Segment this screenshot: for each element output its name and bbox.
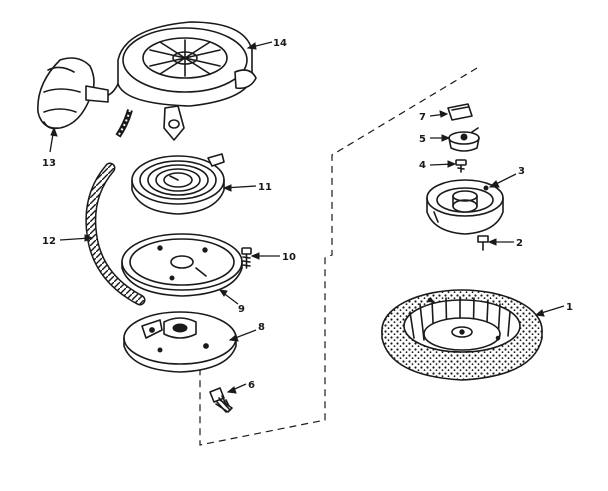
label-part-13: 13: [42, 158, 56, 169]
label-part-14: 14: [273, 38, 287, 49]
separation-dashed-line: [199, 67, 478, 446]
label-part-12: 12: [42, 236, 56, 247]
leader-lines: [49, 41, 565, 394]
part-10-screw: [241, 247, 252, 269]
label-part-8: 8: [258, 322, 265, 333]
part-14-starter-housing: [103, 21, 257, 141]
part-3-drive-cup: [426, 179, 504, 235]
part-8-cam-plate: [123, 311, 237, 373]
part-13-starter-handle: [37, 57, 109, 130]
part-4-small-screw: [455, 159, 467, 173]
part-12-starter-rope: [85, 162, 146, 306]
label-part-5: 5: [419, 134, 426, 145]
part-1-flywheel: [381, 289, 543, 381]
part-2-screw: [477, 235, 489, 251]
part-9-pulley: [121, 233, 243, 297]
callout-labels: 14 13 11 12 10 9 8 6 1 2 3 4 5 7: [42, 38, 573, 391]
part-5-retainer: [448, 127, 480, 152]
part-6-bolt: [209, 387, 233, 413]
label-part-7: 7: [419, 112, 426, 123]
label-part-11: 11: [258, 182, 272, 193]
part-11-recoil-spring: [131, 153, 225, 215]
label-part-3: 3: [518, 166, 525, 177]
label-part-4: 4: [419, 160, 426, 171]
part-7-plate: [447, 103, 473, 121]
label-part-9: 9: [238, 304, 245, 315]
label-part-10: 10: [282, 252, 296, 263]
label-part-2: 2: [516, 238, 523, 249]
label-part-1: 1: [566, 302, 573, 313]
label-part-6: 6: [248, 380, 255, 391]
